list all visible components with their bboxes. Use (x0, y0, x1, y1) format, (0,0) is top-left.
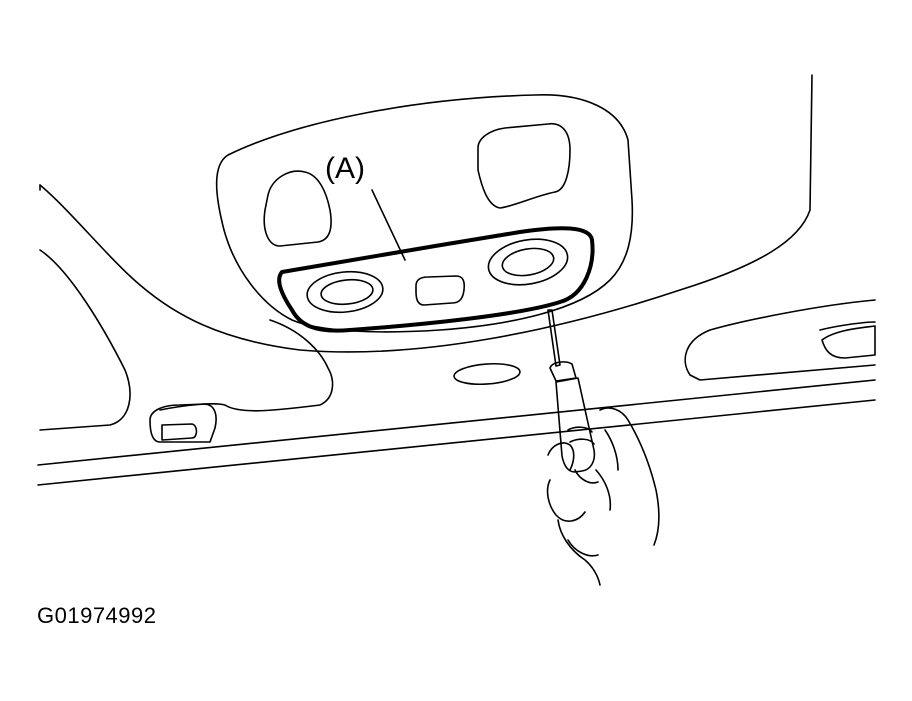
right-map-light (477, 123, 571, 209)
lamp-switch (415, 275, 466, 306)
left-lamp-lens (306, 270, 384, 314)
lamp-assembly (277, 226, 595, 333)
left-lamp-lens-inner (320, 278, 374, 306)
figure-id-label: G01974992 (37, 603, 157, 628)
screwdriver (547, 309, 596, 473)
left-map-light (263, 170, 332, 247)
hand (546, 407, 660, 586)
overhead-console (215, 94, 634, 333)
callout-label: (A) (325, 152, 365, 185)
dome-light (453, 362, 521, 386)
headliner-outline (37, 74, 876, 486)
callout-leader-line (371, 189, 406, 261)
right-lamp-lens-inner (501, 247, 555, 277)
right-lamp-lens (487, 238, 569, 286)
left-visor-recess (39, 249, 334, 443)
right-visor-recess (684, 299, 876, 381)
